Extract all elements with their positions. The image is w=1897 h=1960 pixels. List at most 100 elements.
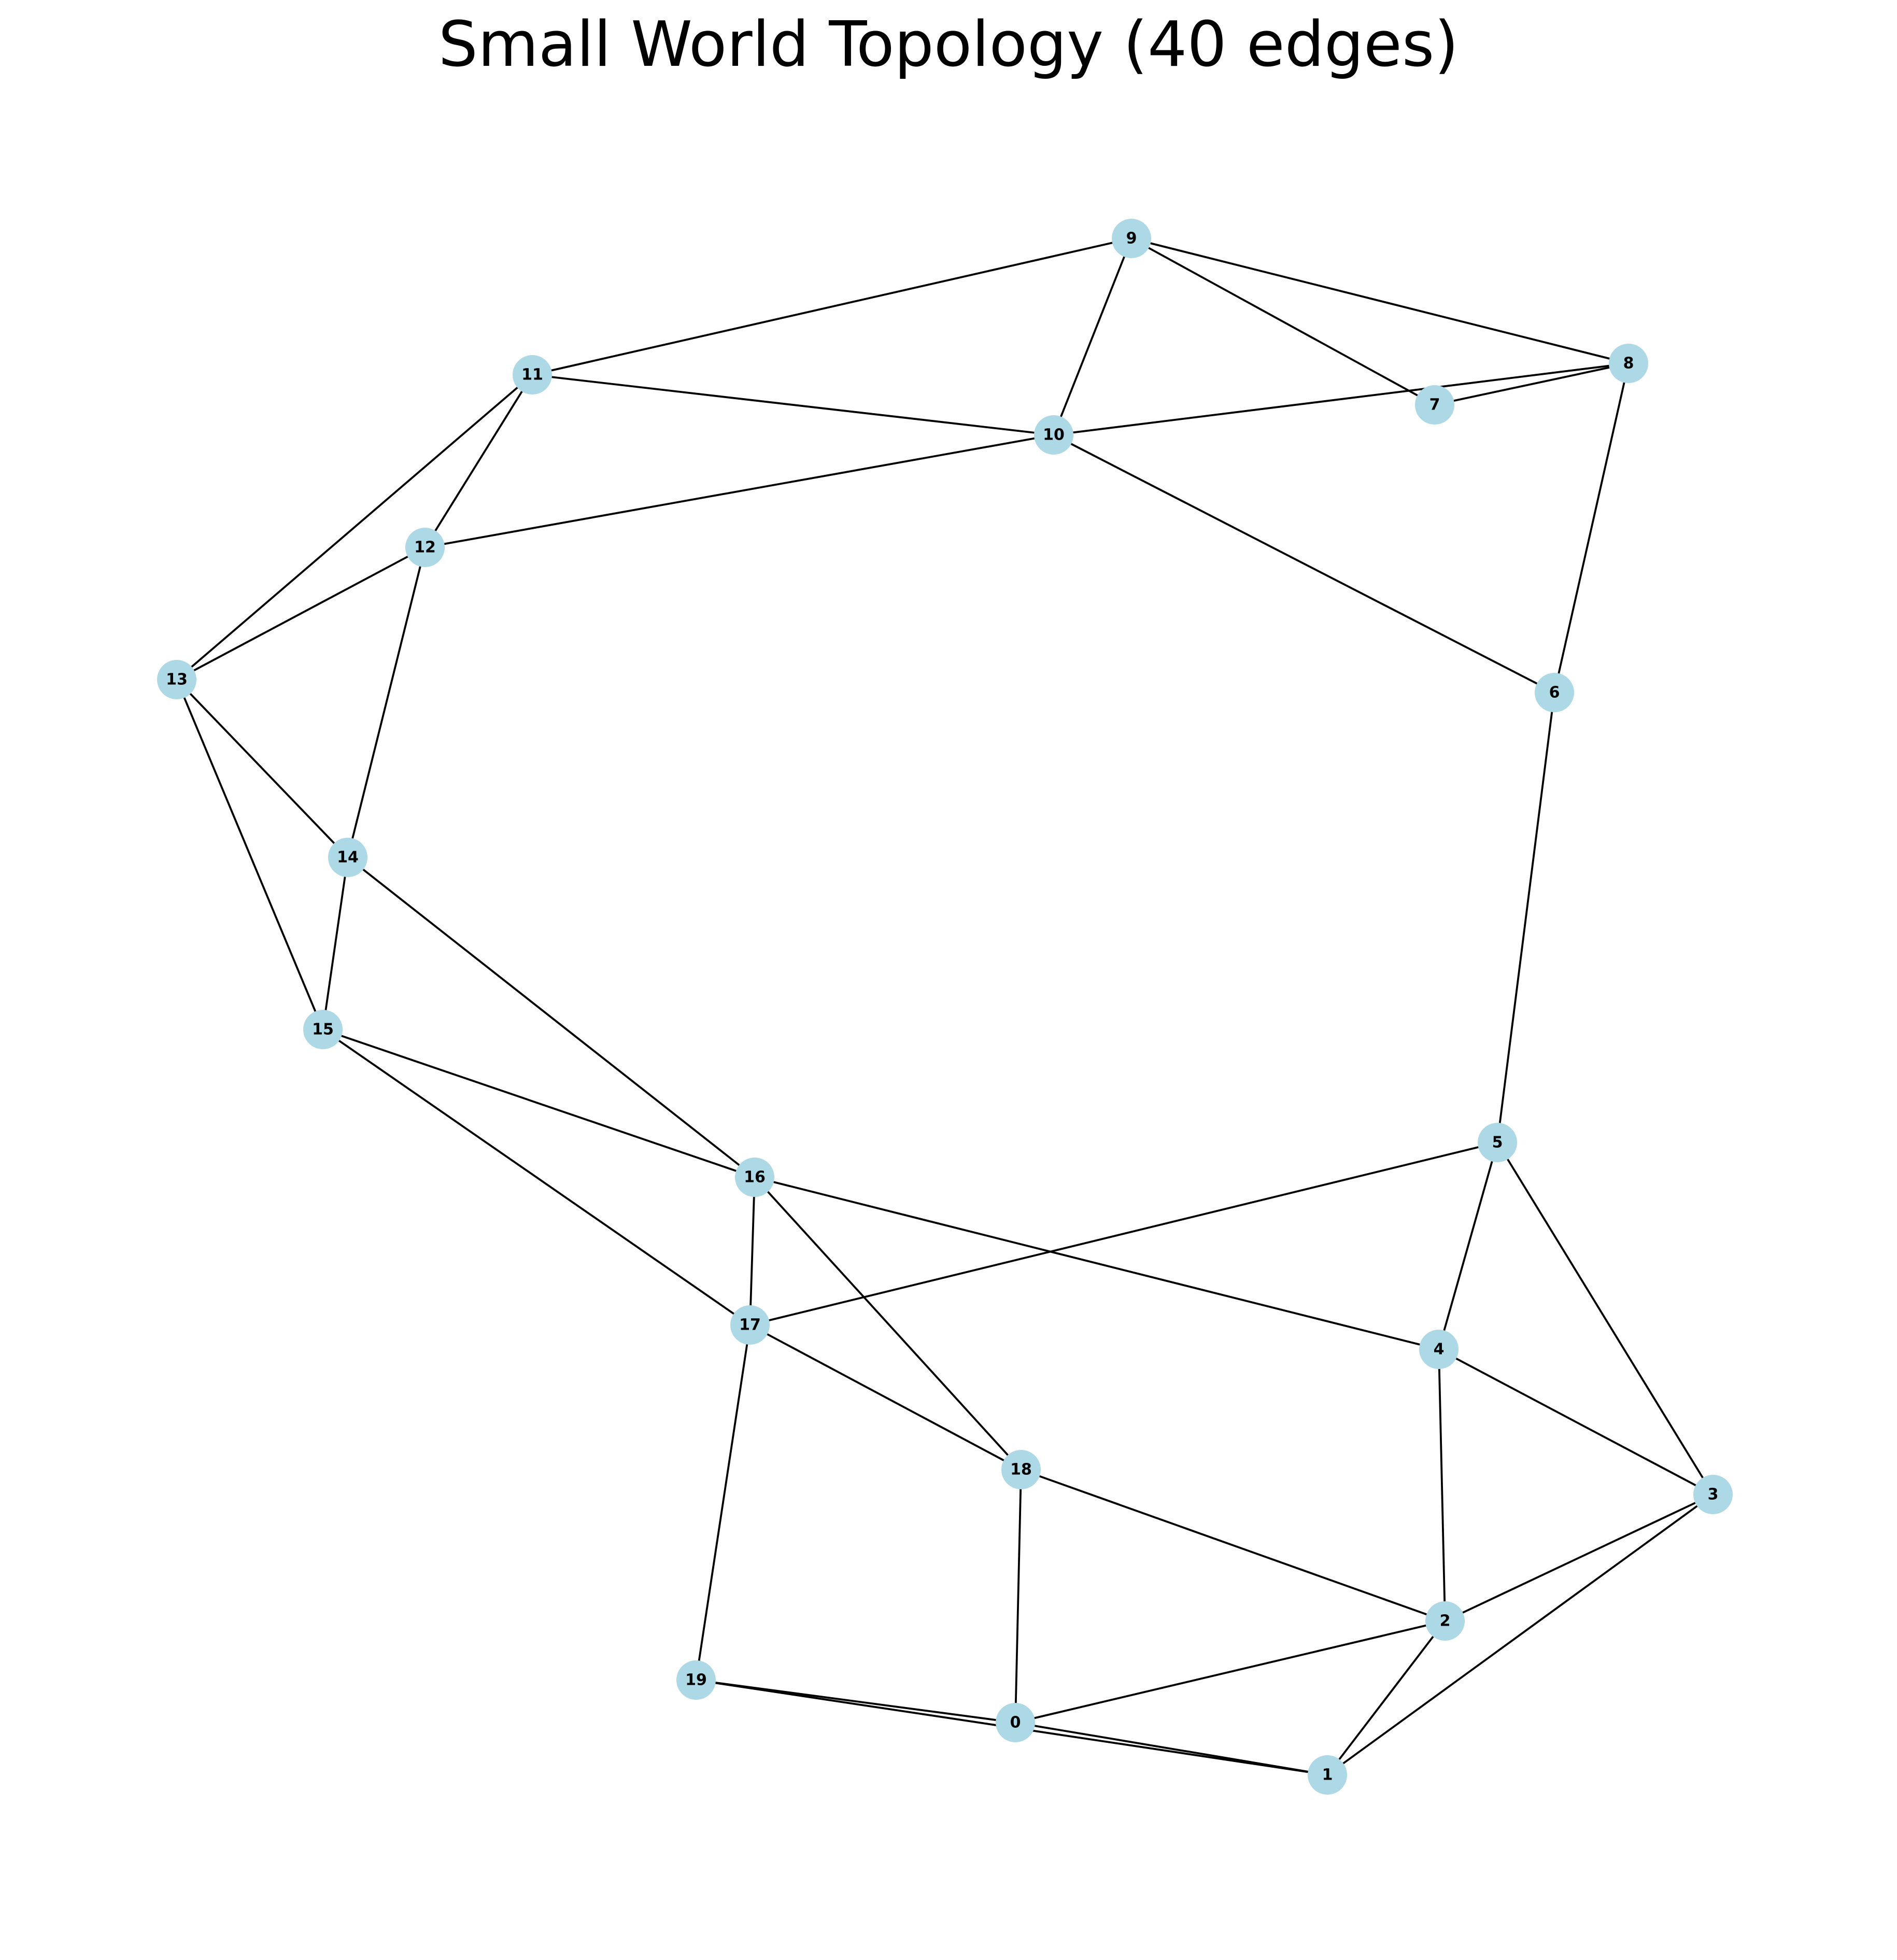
node-label: 9 (1126, 230, 1137, 248)
node-0: 0 (996, 1703, 1035, 1742)
edge-13-15 (176, 679, 324, 1030)
edge-11-13 (176, 374, 533, 681)
node-label: 16 (744, 1168, 766, 1187)
node-13: 13 (157, 660, 196, 699)
node-12: 12 (405, 528, 445, 567)
edge-15-16 (322, 1028, 755, 1178)
node-circle (735, 1158, 774, 1197)
node-label: 5 (1492, 1134, 1503, 1152)
node-circle (1478, 1123, 1517, 1162)
edge-9-7 (1131, 237, 1435, 406)
node-9: 9 (1112, 219, 1151, 258)
node-8: 8 (1609, 344, 1648, 383)
node-label: 13 (166, 671, 188, 689)
edge-14-16 (347, 856, 756, 1178)
node-label: 4 (1434, 1341, 1445, 1359)
edge-3-1 (1326, 1493, 1714, 1776)
edge-14-15 (322, 857, 349, 1030)
edge-5-3 (1496, 1142, 1714, 1495)
edge-12-14 (347, 547, 426, 858)
node-circle (513, 355, 552, 394)
node-label: 1 (1322, 1766, 1333, 1784)
edge-12-13 (176, 546, 426, 681)
edge-10-6 (1053, 434, 1555, 694)
node-circle (1034, 415, 1073, 455)
node-19: 19 (676, 1660, 716, 1700)
edge-6-5 (1496, 692, 1555, 1143)
edge-16-17 (749, 1177, 756, 1326)
edge-0-1 (1015, 1722, 1328, 1776)
edge-5-4 (1438, 1142, 1498, 1350)
node-label: 19 (685, 1671, 707, 1689)
node-15: 15 (303, 1010, 343, 1049)
edge-9-10 (1053, 238, 1132, 435)
edge-16-4 (754, 1176, 1439, 1350)
node-14: 14 (328, 838, 367, 877)
node-circle (328, 838, 367, 877)
edge-17-19 (695, 1324, 751, 1681)
node-label: 2 (1440, 1612, 1451, 1630)
node-label: 6 (1549, 684, 1560, 702)
node-circle (157, 660, 196, 699)
edges-layer (176, 237, 1714, 1776)
node-circle (303, 1010, 343, 1049)
node-label: 12 (414, 539, 436, 557)
node-18: 18 (1001, 1450, 1041, 1489)
node-label: 15 (312, 1021, 334, 1039)
node-circle (1419, 1330, 1459, 1369)
edge-2-1 (1326, 1620, 1446, 1776)
node-label: 11 (521, 366, 543, 384)
node-16: 16 (735, 1158, 774, 1197)
node-label: 18 (1010, 1461, 1032, 1479)
node-circle (1308, 1755, 1347, 1795)
node-17: 17 (730, 1305, 770, 1345)
node-circle (1425, 1601, 1465, 1641)
edge-18-2 (1021, 1469, 1446, 1622)
edge-4-2 (1438, 1349, 1446, 1621)
node-circle (730, 1305, 770, 1345)
node-4: 4 (1419, 1330, 1459, 1369)
edge-15-17 (322, 1028, 751, 1326)
node-7: 7 (1415, 385, 1454, 425)
node-circle (1609, 344, 1648, 383)
edge-5-17 (749, 1141, 1498, 1326)
edge-11-12 (424, 374, 533, 548)
node-label: 8 (1623, 355, 1634, 373)
node-label: 17 (739, 1316, 761, 1334)
node-2: 2 (1425, 1601, 1465, 1641)
edge-11-10 (532, 374, 1054, 436)
edge-18-0 (1014, 1469, 1022, 1723)
edge-10-12 (424, 434, 1054, 548)
edge-8-6 (1553, 363, 1630, 693)
edge-17-18 (749, 1324, 1022, 1471)
edge-4-3 (1438, 1348, 1714, 1496)
edge-16-18 (754, 1176, 1022, 1471)
node-circle (1001, 1450, 1041, 1489)
node-11: 11 (513, 355, 552, 394)
node-label: 10 (1043, 426, 1065, 444)
node-label: 14 (337, 849, 359, 867)
node-label: 7 (1429, 396, 1440, 414)
node-circle (1112, 219, 1151, 258)
node-10: 10 (1034, 415, 1073, 455)
node-6: 6 (1535, 673, 1574, 712)
node-5: 5 (1478, 1123, 1517, 1162)
edge-8-7 (1434, 362, 1629, 406)
node-circle (1415, 385, 1454, 425)
node-3: 3 (1693, 1475, 1733, 1514)
node-1: 1 (1308, 1755, 1347, 1795)
edge-10-8 (1053, 362, 1629, 436)
node-circle (405, 528, 445, 567)
edge-9-8 (1131, 237, 1629, 364)
edge-3-2 (1445, 1493, 1714, 1622)
node-circle (1693, 1475, 1733, 1514)
edge-13-14 (176, 679, 349, 858)
edge-2-0 (1015, 1620, 1446, 1724)
node-circle (1535, 673, 1574, 712)
node-label: 3 (1708, 1486, 1719, 1504)
node-circle (996, 1703, 1035, 1742)
node-circle (676, 1660, 716, 1700)
